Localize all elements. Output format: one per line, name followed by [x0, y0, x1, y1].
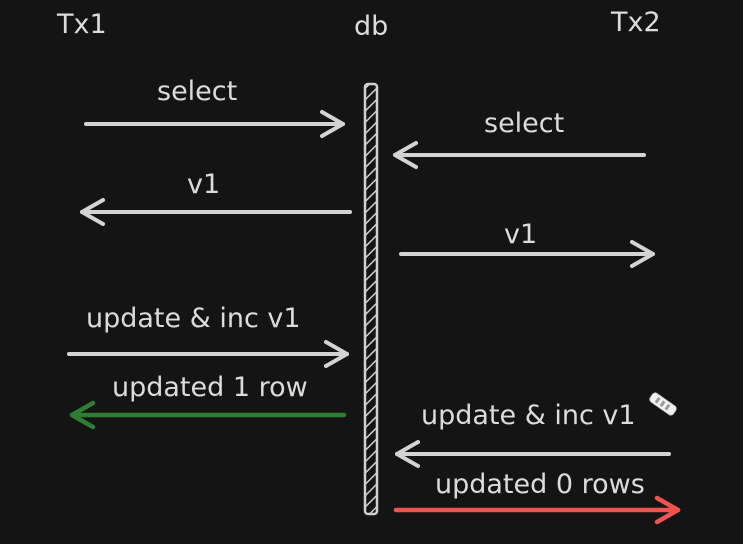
arrow-tx1-v1	[80, 198, 352, 226]
pencil-icon	[649, 392, 677, 416]
message-label-tx1-updated: updated 1 row	[112, 372, 308, 403]
arrow-tx1-updated	[69, 400, 347, 430]
message-label-tx2-v1: v1	[504, 219, 538, 250]
message-label-tx1-update: update & inc v1	[86, 303, 301, 334]
participant-tx1: Tx1	[57, 9, 107, 40]
message-label-tx1-v1: v1	[187, 169, 221, 200]
message-label-tx2-updated: updated 0 rows	[435, 469, 645, 500]
arrow-tx1-select	[84, 110, 345, 138]
message-label-tx2-update: update & inc v1	[421, 400, 636, 431]
arrow-tx2-select	[393, 141, 646, 169]
message-label-tx1-select: select	[157, 76, 238, 107]
arrow-tx2-update	[395, 440, 671, 468]
message-label-tx2-select: select	[484, 108, 565, 139]
participant-tx2: Tx2	[611, 7, 661, 38]
participant-db: db	[354, 11, 389, 42]
arrow-tx2-v1	[399, 240, 655, 268]
arrow-tx1-update	[67, 340, 349, 368]
db-lifeline	[363, 82, 379, 516]
arrow-tx2-updated	[393, 495, 681, 525]
